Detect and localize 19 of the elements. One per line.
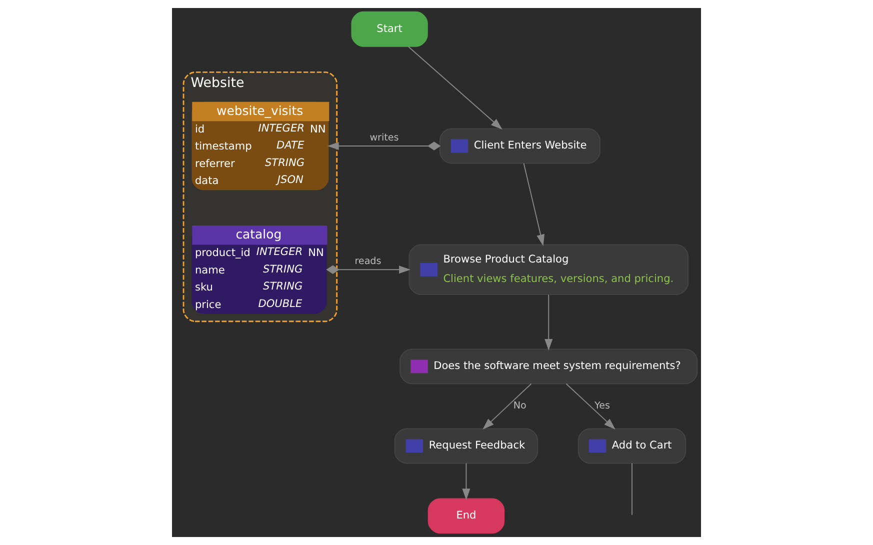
node-box: End xyxy=(428,498,505,534)
arrow xyxy=(566,383,616,430)
node-box: Browse Product Catalog Client views features, versions, and pricing. xyxy=(408,244,689,296)
arrow xyxy=(327,142,441,150)
arrow xyxy=(523,162,545,246)
arrow xyxy=(482,383,532,430)
arrow xyxy=(326,265,411,274)
node-box: Start xyxy=(351,11,428,47)
node-box: Add to Cart xyxy=(578,428,686,464)
edge-label: writes xyxy=(370,132,399,144)
node-box: Request Feedback xyxy=(394,428,538,464)
edge-label: reads xyxy=(354,256,382,267)
arrow xyxy=(462,462,470,500)
node-box: Client Enters Website xyxy=(439,128,600,164)
arrow xyxy=(408,46,502,130)
edge-label: Yes xyxy=(594,400,610,412)
arrow xyxy=(544,294,553,351)
edge-label: No xyxy=(513,400,526,412)
node-box: Does the software meet system requirements? xyxy=(400,348,698,384)
